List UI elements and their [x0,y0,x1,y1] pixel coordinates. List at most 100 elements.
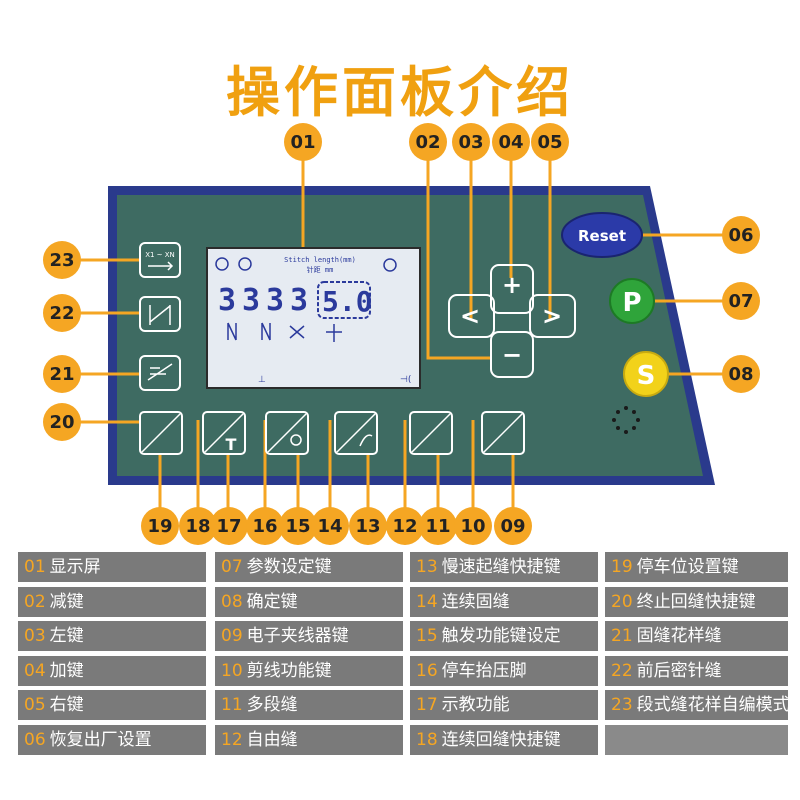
legend-text: 前后密针缝 [636,660,722,681]
callout-15: 15 [279,507,317,545]
legend-number: 14 [416,591,438,612]
legend-number: 05 [24,695,46,715]
minus-button[interactable] [490,331,534,378]
callout-13: 13 [349,507,387,545]
legend-text: 恢复出厂设置 [49,729,152,750]
legend-text: 终止回缝快捷键 [636,591,756,612]
legend-number: 08 [221,591,243,612]
lcd-digit: 3 [266,283,284,318]
s-label: S [637,361,656,391]
lcd-needle-icon [215,257,229,271]
legend-number: 02 [24,591,46,612]
legend-text: 停车抬压脚 [441,660,527,681]
key23-label: X1 ~ XN [145,251,175,259]
legend-number: 21 [611,626,633,646]
pattern-icon [147,363,173,381]
callout-11: 11 [419,507,457,545]
lcd-scissors-icon [383,258,397,272]
callout-20: 20 [43,403,81,441]
legend-number: 07 [221,557,243,577]
key-diagonal-icons [141,413,523,453]
callout-14: 14 [311,507,349,545]
callout-23: 23 [43,241,81,279]
legend-text: 连续回缝快捷键 [441,729,561,750]
reset-button[interactable] [561,212,643,258]
legend-text: 连续固缝 [441,591,510,612]
right-button[interactable] [529,294,576,338]
stitch-density-icon [149,305,171,325]
control-panel: Stitch length(mm) 针距 mm 3 3 3 3 5.0 ⊥ ⊣(… [80,160,724,508]
legend-number: 10 [221,660,243,681]
callout-05: 05 [531,123,569,161]
legend-text: 减键 [49,591,84,612]
legend-number: 11 [221,695,243,715]
legend-text: 自由缝 [246,729,298,750]
legend-text: 停车位设置键 [636,557,739,577]
legend-number: 23 [611,695,633,715]
arrow-icon [148,261,174,271]
lcd-stitch-icons [227,322,342,342]
legend-number: 03 [24,626,46,646]
legend-text: 左键 [49,626,84,646]
lcd-presser-icon [238,257,252,271]
legend-text: 显示屏 [49,557,101,577]
legend-text: 固缝花样缝 [636,626,722,646]
lcd-value-box [317,281,371,319]
s-button[interactable] [623,351,669,397]
p-button[interactable] [609,278,655,324]
callout-16: 16 [246,507,284,545]
right-label: > [542,302,562,330]
callout-10: 10 [454,507,492,545]
legend-number: 19 [611,557,633,577]
legend-text: 多段缝 [246,695,298,715]
lcd-header: Stitch length(mm) [284,256,356,264]
lcd-stitch-value: 5.0 [322,285,373,318]
lcd-unit: 针距 mm [307,265,334,274]
legend-text: 慢速起缝快捷键 [441,557,561,577]
legend-number: 18 [416,729,438,750]
key-21[interactable] [139,355,181,391]
key-23[interactable] [139,242,181,278]
legend-number: 22 [611,660,633,681]
callout-04: 04 [492,123,530,161]
legend-text: 示教功能 [441,695,510,715]
legend-text: 触发功能键设定 [441,626,561,646]
plus-button[interactable] [490,264,534,314]
p-label: P [622,288,641,318]
page-title: 操作面板介绍 [226,61,574,124]
left-label: < [460,302,480,330]
left-button[interactable] [448,294,495,338]
callout-09: 09 [494,507,532,545]
key17-label: T [226,435,237,454]
legend-number: 09 [221,626,243,646]
callout-08: 08 [722,355,760,393]
legend-number: 16 [416,660,438,681]
callout-03: 03 [452,123,490,161]
legend-number: 13 [416,557,438,577]
callout-22: 22 [43,294,81,332]
legend-text: 确定键 [246,591,298,612]
lcd-digit: 3 [290,283,308,318]
legend-number: 06 [24,729,46,750]
